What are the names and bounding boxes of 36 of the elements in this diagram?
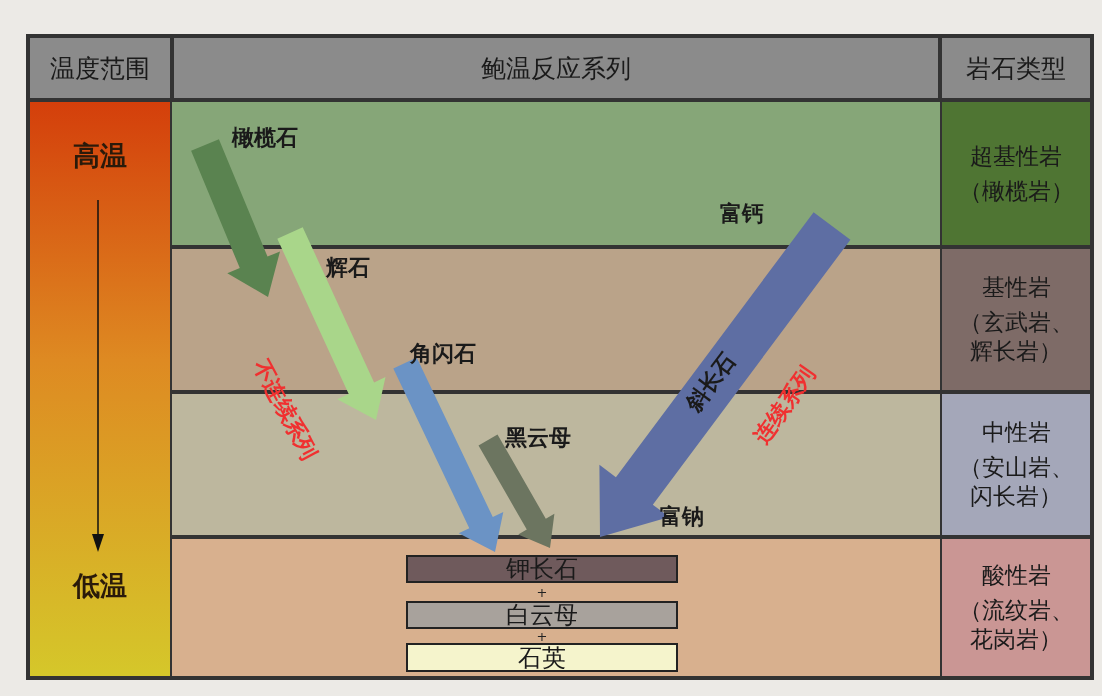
rock-examples: （安山岩、闪长岩）	[957, 453, 1075, 511]
mineral-label: 橄榄石	[232, 124, 298, 151]
block-arrow	[277, 227, 386, 420]
mineral-label: 黑云母	[505, 424, 571, 451]
mineral-box: 石英	[406, 643, 678, 672]
mineral-box: 白云母	[406, 601, 678, 629]
rock-type-name: 酸性岩	[981, 561, 1051, 591]
plus-sign: +	[536, 585, 548, 599]
rock-examples: （流纹岩、花岗岩）	[957, 596, 1075, 654]
edge-label: 斜长石	[679, 347, 741, 416]
mineral-box: 钾长石	[406, 555, 678, 583]
block-arrow	[478, 434, 555, 548]
mineral-label: 富钠	[660, 503, 704, 530]
mineral-label: 角闪石	[410, 340, 476, 367]
header-cell: 鲍温反应系列	[172, 36, 940, 100]
mineral-label: 辉石	[326, 254, 370, 281]
rock-type-cell	[940, 537, 1092, 678]
mineral-label: 富钙	[720, 200, 764, 227]
temperature-label: 高温	[72, 139, 128, 173]
series-label: 连续系列	[747, 360, 822, 450]
rock-examples: （橄榄岩）	[957, 176, 1075, 206]
block-arrow	[191, 139, 280, 297]
rock-type-name: 中性岩	[981, 418, 1051, 448]
plus-sign: +	[536, 629, 548, 643]
header-cell: 岩石类型	[940, 36, 1092, 100]
block-arrow	[599, 212, 851, 537]
temperature-label: 低温	[71, 569, 128, 603]
series-label: 不连续系列	[247, 354, 325, 466]
rock-type-cell	[940, 392, 1092, 537]
rock-type-cell	[940, 247, 1092, 392]
rock-type-name: 超基性岩	[970, 141, 1062, 171]
header-cell: 温度范围	[28, 36, 172, 100]
block-arrow	[393, 357, 504, 552]
rock-type-name: 基性岩	[981, 273, 1051, 303]
rock-examples: （玄武岩、辉长岩）	[957, 308, 1075, 366]
rock-type-cell	[940, 100, 1092, 247]
